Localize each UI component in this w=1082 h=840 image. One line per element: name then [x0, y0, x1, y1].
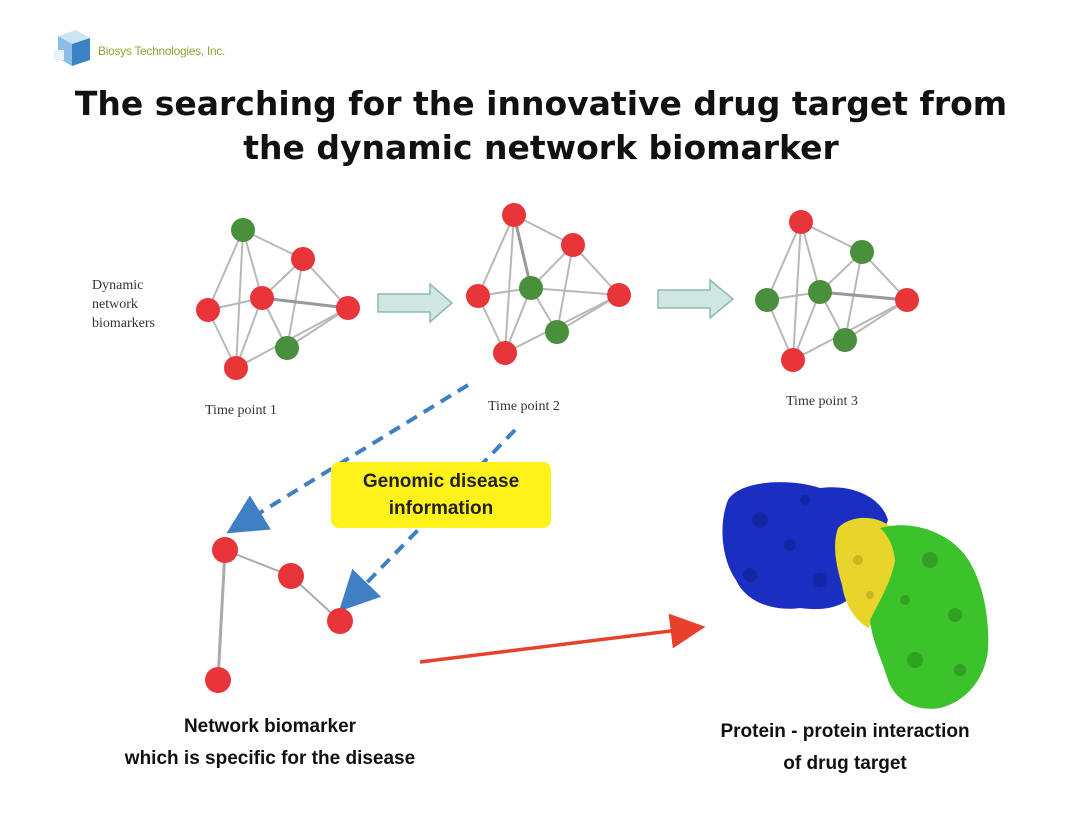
- slide-title: The searching for the innovative drug ta…: [0, 82, 1082, 170]
- node: [231, 218, 255, 242]
- right-caption-line-2: of drug target: [783, 753, 907, 774]
- cube-logo-icon: [54, 30, 90, 66]
- node: [895, 288, 919, 312]
- node: [833, 328, 857, 352]
- node: [789, 210, 813, 234]
- node: [755, 288, 779, 312]
- protein-interaction-caption: Protein - protein interaction of drug ta…: [660, 716, 1030, 780]
- title-line-2: the dynamic network biomarker: [243, 128, 839, 167]
- block-arrow-1: [377, 282, 454, 324]
- genomic-disease-info-box: Genomic disease information: [331, 462, 551, 528]
- node: [205, 667, 231, 693]
- node: [196, 298, 220, 322]
- node: [561, 233, 585, 257]
- dynamic-label-line-2: network: [92, 297, 138, 312]
- title-line-1: The searching for the innovative drug ta…: [74, 84, 1008, 123]
- dynamic-network-label: Dynamic network biomarkers: [92, 276, 192, 333]
- node: [808, 280, 832, 304]
- disease-network: [216, 549, 341, 681]
- left-caption-line-2: which is specific for the disease: [124, 748, 416, 769]
- node: [224, 356, 248, 380]
- node: [519, 276, 543, 300]
- genomic-line-1: Genomic disease: [362, 471, 520, 492]
- node: [291, 247, 315, 271]
- company-logo: [50, 26, 290, 70]
- node: [336, 296, 360, 320]
- node: [502, 203, 526, 227]
- node: [250, 286, 274, 310]
- node: [466, 284, 490, 308]
- left-caption-line-1: Network biomarker: [183, 716, 357, 737]
- protein-structure-image: [722, 482, 989, 709]
- node: [212, 537, 238, 563]
- node: [545, 320, 569, 344]
- network-biomarker-caption: Network biomarker which is specific for …: [80, 711, 460, 775]
- right-caption-line-1: Protein - protein interaction: [720, 721, 970, 742]
- dashed-arrow-left: [226, 383, 470, 534]
- logo-text: Biosys Technologies, Inc.: [98, 44, 226, 58]
- time-point-3-label: Time point 3: [786, 394, 858, 409]
- time-point-1-label: Time point 1: [205, 403, 277, 418]
- node: [607, 283, 631, 307]
- block-arrow-2: [657, 278, 735, 320]
- node: [781, 348, 805, 372]
- dynamic-label-line-1: Dynamic: [92, 278, 144, 293]
- time-point-2-label: Time point 2: [488, 399, 560, 414]
- node: [850, 240, 874, 264]
- genomic-line-2: information: [388, 498, 494, 519]
- node: [493, 341, 517, 365]
- dynamic-label-line-3: biomarkers: [92, 316, 155, 331]
- node: [327, 608, 353, 634]
- node: [278, 563, 304, 589]
- node: [275, 336, 299, 360]
- red-arrow: [419, 613, 706, 664]
